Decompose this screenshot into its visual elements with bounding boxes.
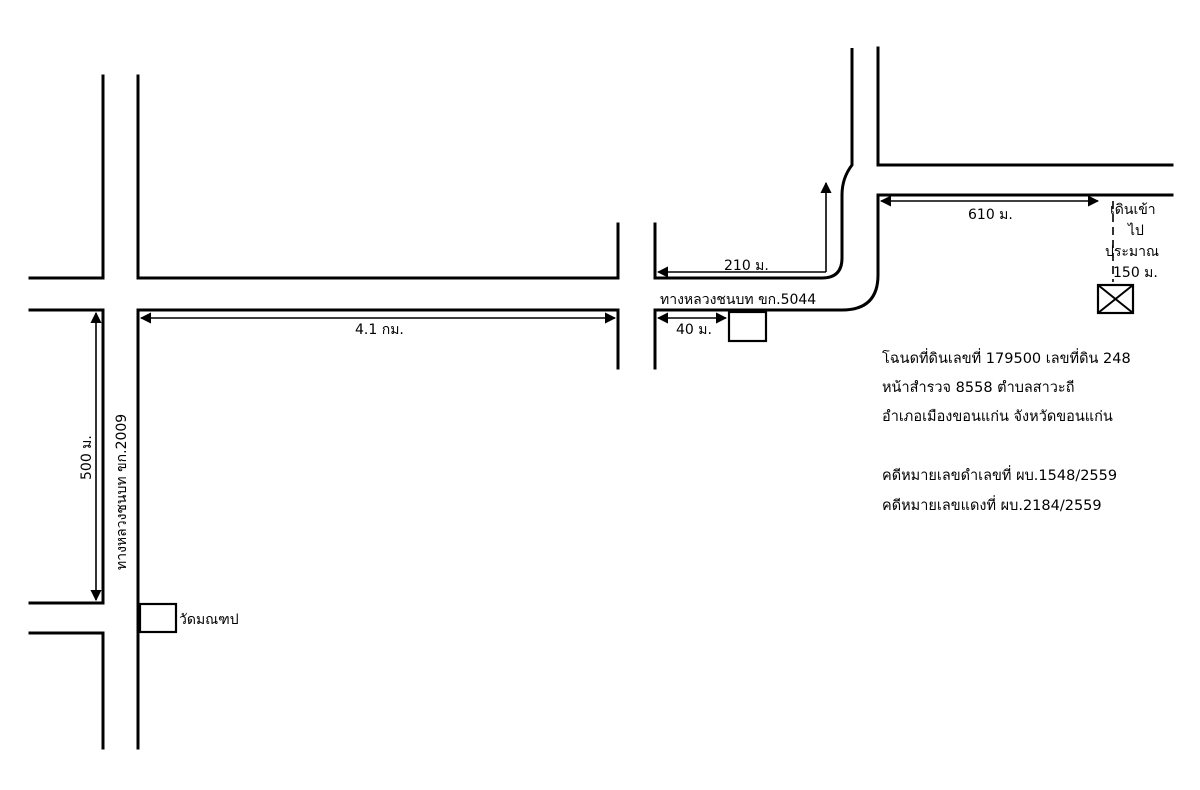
horizontal-road-label: ทางหลวงชนบท ขก.5044 <box>660 292 816 308</box>
main-road-top-right <box>655 48 854 280</box>
info-line-1: โฉนดที่ดินเลขที่ 179500 เลขที่ดิน 248 <box>882 348 1131 367</box>
walk-in-line-1: เดินเข้า <box>1110 202 1156 218</box>
info-line-2: หน้าสำรวจ 8558 ตำบลสาวะถี <box>882 379 1075 396</box>
side-road-distance-label: 610 ม. <box>968 207 1013 223</box>
temple-label: วัดมณฑป <box>179 612 239 628</box>
info-line-5: คดีหมายเลขดำเลขที่ ผบ.1548/2559 <box>882 465 1117 484</box>
junction-distance-label: 210 ม. <box>724 258 769 274</box>
walk-in-line-4: 150 ม. <box>1113 265 1158 281</box>
temple-building <box>138 602 178 634</box>
walk-in-line-3: ประมาณ <box>1105 244 1159 260</box>
main-road-bottom-right <box>655 195 880 312</box>
info-line-6: คดีหมายเลขแดงที่ ผบ.2184/2559 <box>882 495 1102 514</box>
building-distance-label: 40 ม. <box>676 322 712 338</box>
road-network <box>28 46 1174 750</box>
walk-in-line-2: ไป <box>1127 222 1144 239</box>
vertical-road-label: ทางหลวงชนบท ขก.2009 <box>114 414 130 570</box>
property-info: โฉนดที่ดินเลขที่ 179500 เลขที่ดิน 248 หน… <box>882 348 1131 514</box>
main-road-length-label: 4.1 กม. <box>355 322 404 338</box>
boxed-x-icon <box>1096 283 1135 315</box>
small-building <box>727 310 768 343</box>
info-line-3: อำเภอเมืองขอนแก่น จังหวัดขอนแก่น <box>882 408 1113 425</box>
vertical-distance-label: 500 ม. <box>79 435 95 480</box>
map-labels: ทางหลวงชนบท ขก.2009 500 ม. 4.1 กม. 210 ม… <box>79 202 1159 628</box>
dimension-lines <box>90 181 1114 602</box>
